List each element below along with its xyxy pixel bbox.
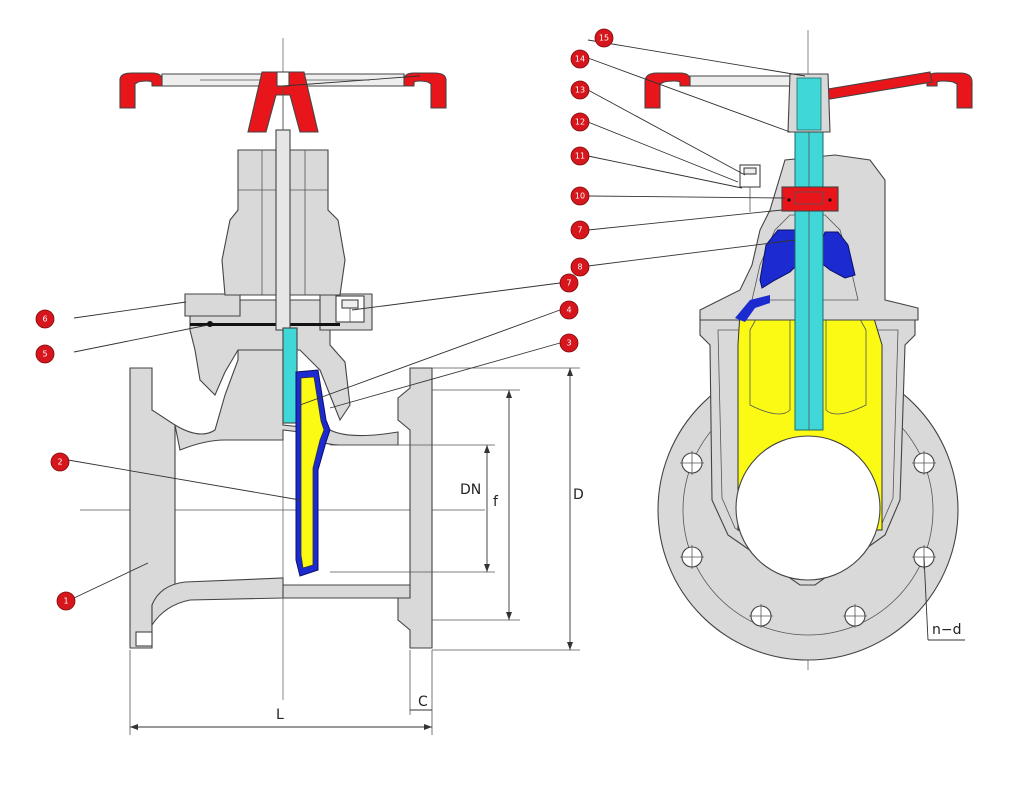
body-bonnet-gasket	[190, 323, 340, 326]
callout-7-right: 7	[570, 220, 590, 240]
callout-leaders	[67, 39, 806, 599]
dim-label-c: C	[418, 694, 428, 710]
handwheel-front	[644, 71, 973, 133]
callout-11: 11	[570, 146, 590, 166]
callout-4: 4	[559, 300, 579, 320]
svg-text:7: 7	[566, 279, 571, 288]
svg-text:1: 1	[63, 597, 68, 606]
stem	[275, 129, 291, 331]
svg-text:8: 8	[577, 263, 582, 272]
callout-3: 3	[559, 333, 579, 353]
svg-text:15: 15	[599, 34, 609, 43]
front-section-view: n−d	[644, 30, 973, 670]
dim-label-f: f	[493, 494, 499, 510]
body-upper-wall	[174, 344, 399, 451]
stem-lower-visible	[282, 327, 298, 424]
callout-15: 15	[594, 28, 614, 48]
nd-leader	[923, 556, 929, 641]
outlet-flange	[397, 367, 433, 649]
front-gland-screw	[739, 164, 761, 212]
callout-1: 1	[56, 591, 76, 611]
front-packing-gland	[781, 186, 839, 212]
svg-text:3: 3	[566, 339, 571, 348]
svg-text:13: 13	[575, 86, 585, 95]
svg-text:11: 11	[575, 152, 585, 161]
gasket-oring	[207, 321, 213, 327]
callout-14: 14	[570, 49, 590, 69]
flange-bolt-tab	[135, 631, 153, 647]
dim-label-nd: n−d	[932, 622, 962, 638]
dim-label-l: L	[276, 707, 284, 723]
svg-text:7: 7	[577, 226, 582, 235]
callout-7-left: 7	[559, 273, 579, 293]
callout-8: 8	[570, 257, 590, 277]
callout-13: 13	[570, 80, 590, 100]
side-section-view: DN f D L C	[80, 38, 584, 735]
callout-12: 12	[570, 112, 590, 132]
side-dimensions	[129, 367, 580, 735]
callout-6: 6	[35, 309, 55, 329]
dim-label-d: D	[573, 487, 584, 503]
svg-text:2: 2	[57, 458, 62, 467]
svg-text:14: 14	[575, 55, 585, 64]
callout-10: 10	[570, 186, 590, 206]
svg-text:6: 6	[42, 315, 47, 324]
svg-text:4: 4	[566, 306, 571, 315]
svg-text:12: 12	[575, 118, 585, 127]
callout-2: 2	[50, 452, 70, 472]
flange-bolt-holes	[680, 451, 936, 628]
front-port-opening	[735, 435, 881, 581]
dim-label-dn: DN	[460, 482, 481, 498]
callout-5: 5	[35, 344, 55, 364]
bonnet-bolt	[335, 295, 365, 323]
body-lower-curve	[151, 577, 284, 627]
svg-text:5: 5	[42, 350, 47, 359]
svg-text:10: 10	[575, 192, 585, 201]
handwheel-side	[119, 71, 447, 133]
bonnet-flange	[184, 293, 241, 317]
front-wedge-rubber-edge	[735, 295, 770, 322]
